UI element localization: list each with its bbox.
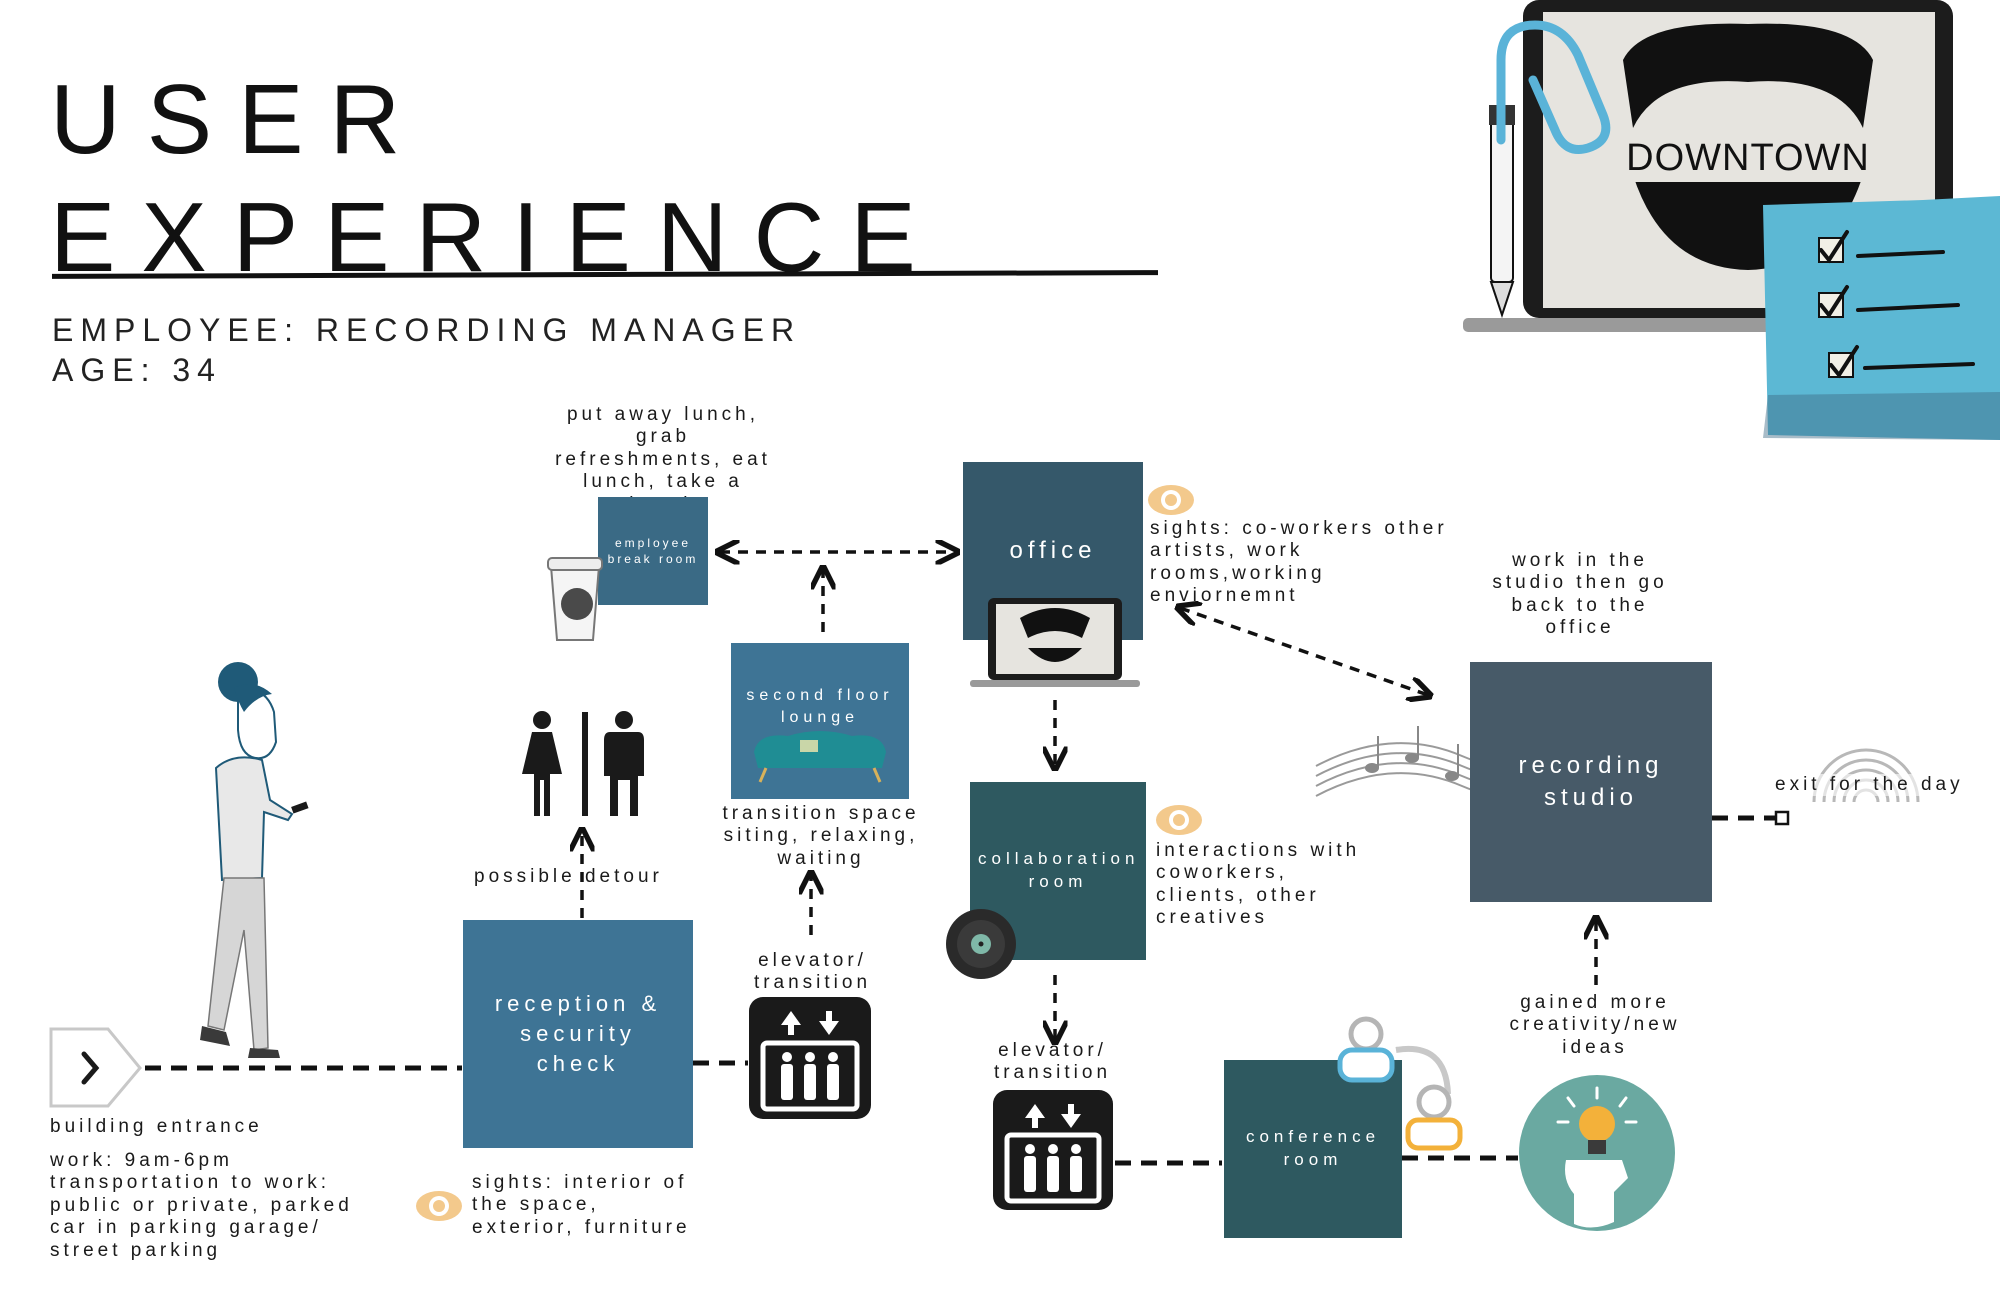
restroom-icon bbox=[522, 711, 644, 816]
lounge-label: second floor lounge bbox=[746, 687, 894, 726]
lounge-note: transition space siting, relaxing, waiti… bbox=[722, 803, 920, 869]
break-room-box: employee break room bbox=[598, 497, 708, 605]
entrance-chevron-box[interactable] bbox=[48, 1026, 144, 1110]
walking-woman-icon bbox=[200, 662, 309, 1058]
eye-icon bbox=[416, 1191, 462, 1221]
collaboration-note: interactions with coworkers, clients, ot… bbox=[1156, 840, 1361, 929]
conference-label: conference room bbox=[1245, 1127, 1381, 1169]
title-line-1: USER bbox=[50, 64, 427, 174]
persona-age: AGE: 34 bbox=[52, 352, 222, 388]
sofa-icon bbox=[754, 731, 886, 783]
ideas-label: gained more creativity/new ideas bbox=[1509, 992, 1681, 1058]
laptop-logo-text: DOWNTOWN bbox=[1623, 135, 1873, 182]
chevron-right-icon bbox=[81, 1051, 100, 1085]
exit-label: exit for the day bbox=[1775, 774, 1995, 797]
reception-sights: sights: interior of the space, exterior,… bbox=[472, 1172, 691, 1238]
laptop-icon bbox=[1463, 0, 2000, 440]
lounge-box: second floor lounge bbox=[731, 643, 909, 799]
coffee-cup-icon bbox=[547, 557, 603, 641]
elevator-label-1: elevator/ transition bbox=[753, 950, 872, 994]
recording-studio-box: recording studio bbox=[1470, 662, 1712, 902]
reception-box: reception & security check bbox=[463, 920, 693, 1148]
exit-end-square bbox=[1774, 810, 1790, 826]
office-label: office bbox=[1009, 536, 1097, 564]
laptop-illustration: DOWNTOWN bbox=[1463, 0, 2000, 440]
people-network-icon bbox=[1337, 1016, 1463, 1151]
persona-role: EMPLOYEE: RECORDING MANAGER bbox=[52, 312, 802, 348]
office-laptop-icon bbox=[970, 598, 1140, 687]
break-room-label: employee break room bbox=[607, 535, 699, 566]
studio-note: work in the studio then go back to the o… bbox=[1492, 550, 1668, 639]
eye-icon bbox=[1156, 805, 1202, 835]
lightbulb-head-icon bbox=[1519, 1075, 1675, 1231]
entrance-label: building entrance bbox=[50, 1116, 263, 1137]
elevator-icon bbox=[749, 997, 871, 1119]
arrow-office-studio bbox=[1180, 608, 1428, 695]
title-line-2: EXPERIENCE bbox=[50, 182, 942, 292]
conference-box: conference room bbox=[1224, 1060, 1402, 1238]
elevator-label-2: elevator/ transition bbox=[993, 1040, 1112, 1084]
eye-icon bbox=[1148, 485, 1194, 515]
vinyl-record-icon bbox=[946, 909, 1016, 979]
reception-label: reception & security check bbox=[494, 991, 662, 1076]
paperclip-icon bbox=[1496, 20, 1611, 154]
recording-studio-label: recording studio bbox=[1518, 751, 1664, 811]
detour-label: possible detour bbox=[474, 866, 663, 887]
elevator-icon bbox=[993, 1090, 1113, 1210]
collaboration-label: collaboration room bbox=[978, 849, 1140, 891]
office-sights: sights: co-workers other artists, work r… bbox=[1150, 518, 1448, 607]
entrance-details: work: 9am-6pm transportation to work: pu… bbox=[50, 1150, 353, 1261]
